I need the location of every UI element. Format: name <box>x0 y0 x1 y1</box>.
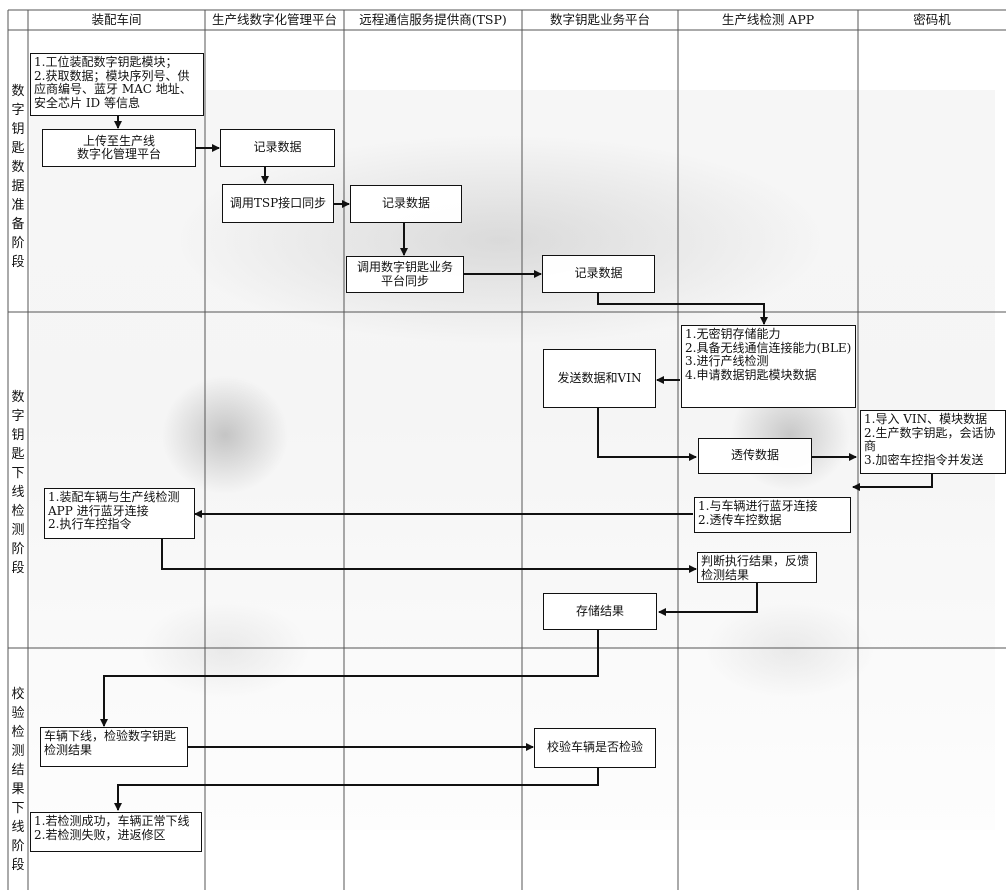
box-line: 3.加密车控指令并发送 <box>864 452 984 467</box>
box-line: 记录数据 <box>253 140 302 155</box>
box-platform-store-result: 存储结果 <box>543 593 657 630</box>
box-line: 调用数字钥匙业务 <box>356 260 453 274</box>
box-line: 1.若检测成功，车辆正常下线 <box>34 814 190 828</box>
flow-arrows <box>100 116 933 811</box>
phase-label-data-prep: 数字钥匙数据准备阶段 <box>11 84 25 270</box>
column-header-tsp: 远程通信服务提供商(TSP) <box>359 12 507 27</box>
phase-label-verify-offline: 校验检测结果下线阶段 <box>11 687 25 873</box>
box-line: 存储结果 <box>575 603 624 618</box>
box-line: 1.导入 VIN、模块数据 <box>864 412 988 426</box>
column-header-mes: 生产线数字化管理平台 <box>211 12 337 27</box>
box-tsp-call-platform: 调用数字钥匙业务 平台同步 <box>346 256 464 293</box>
box-line: 3.进行产线检测 <box>685 354 769 368</box>
box-line: 平台同步 <box>380 273 429 288</box>
box-line: 记录数据 <box>574 266 623 281</box>
box-line: 发送数据和VIN <box>557 370 642 385</box>
box-app-judge-result: 判断执行结果，反馈检测结果 <box>697 552 817 583</box>
box-app-passthrough: 透传数据 <box>698 438 812 474</box>
box-line: 2.若检测失败，进返修区 <box>34 827 166 842</box>
box-line: 数字化管理平台 <box>76 147 161 161</box>
box-line: 1.工位装配数字钥匙模块； <box>34 55 178 69</box>
background-car-image <box>30 90 995 830</box>
box-line: 2.生产数字钥匙，会话协商 <box>864 425 996 453</box>
box-line: 校验车辆是否检验 <box>546 740 643 755</box>
box-app-bluetooth: 1.与车辆进行蓝牙连接 2.透传车控数据 <box>694 497 851 533</box>
box-mes-record: 记录数据 <box>220 129 335 167</box>
box-line: 透传数据 <box>730 448 779 463</box>
box-tsp-record: 记录数据 <box>350 185 462 223</box>
box-line: 1.与车辆进行蓝牙连接 <box>698 499 818 513</box>
box-line: 调用TSP接口同步 <box>229 195 327 210</box>
box-line: 1.装配车辆与生产线检测 APP 进行蓝牙连接 <box>48 490 180 518</box>
box-line: 判断执行结果，反馈检测结果 <box>701 554 810 582</box>
column-header-key-platform: 数字钥匙业务平台 <box>549 12 650 27</box>
box-platform-record: 记录数据 <box>542 255 655 293</box>
box-line: 4.申请数据钥匙模块数据 <box>685 367 817 382</box>
box-assembly-final-result: 1.若检测成功，车辆正常下线 2.若检测失败，进返修区 <box>30 812 202 852</box>
column-header-assembly: 装配车间 <box>91 12 142 27</box>
box-line: 2.透传车控数据 <box>698 512 782 527</box>
box-line: 2.获取数据；模块序列号、供应商编号、蓝牙 MAC 地址、安全芯片 ID 等信息 <box>34 68 192 110</box>
box-line: 2.具备无线通信连接能力(BLE) <box>685 340 852 355</box>
box-line: 2.执行车控指令 <box>48 517 132 531</box>
column-header-test-app: 生产线检测 APP <box>721 12 815 27</box>
box-platform-send-data-vin: 发送数据和VIN <box>543 349 656 408</box>
box-line: 1.无密钥存储能力 <box>685 327 781 341</box>
box-line: 记录数据 <box>381 196 430 211</box>
box-line: 车辆下线，检验数字钥匙检测结果 <box>44 729 177 757</box>
grid-lines <box>7 9 1006 890</box>
box-app-capabilities: 1.无密钥存储能力 2.具备无线通信连接能力(BLE) 3.进行产线检测 4.申… <box>681 325 856 408</box>
box-line: 上传至生产线 <box>82 133 155 148</box>
box-hsm-process: 1.导入 VIN、模块数据 2.生产数字钥匙，会话协商 3.加密车控指令并发送 <box>860 410 1006 474</box>
box-assembly-prep: 1.工位装配数字钥匙模块； 2.获取数据；模块序列号、供应商编号、蓝牙 MAC … <box>30 53 204 116</box>
box-platform-verify: 校验车辆是否检验 <box>534 728 656 768</box>
box-assembly-vehicle-offline: 车辆下线，检验数字钥匙检测结果 <box>40 727 188 767</box>
phase-label-offline-test: 数字钥匙下线检测阶段 <box>11 390 25 576</box>
column-header-hsm: 密码机 <box>913 12 951 27</box>
box-upload-to-mes: 上传至生产线 数字化管理平台 <box>42 129 196 167</box>
box-mes-call-tsp: 调用TSP接口同步 <box>222 184 334 223</box>
box-assembly-connect: 1.装配车辆与生产线检测 APP 进行蓝牙连接 2.执行车控指令 <box>44 488 195 539</box>
